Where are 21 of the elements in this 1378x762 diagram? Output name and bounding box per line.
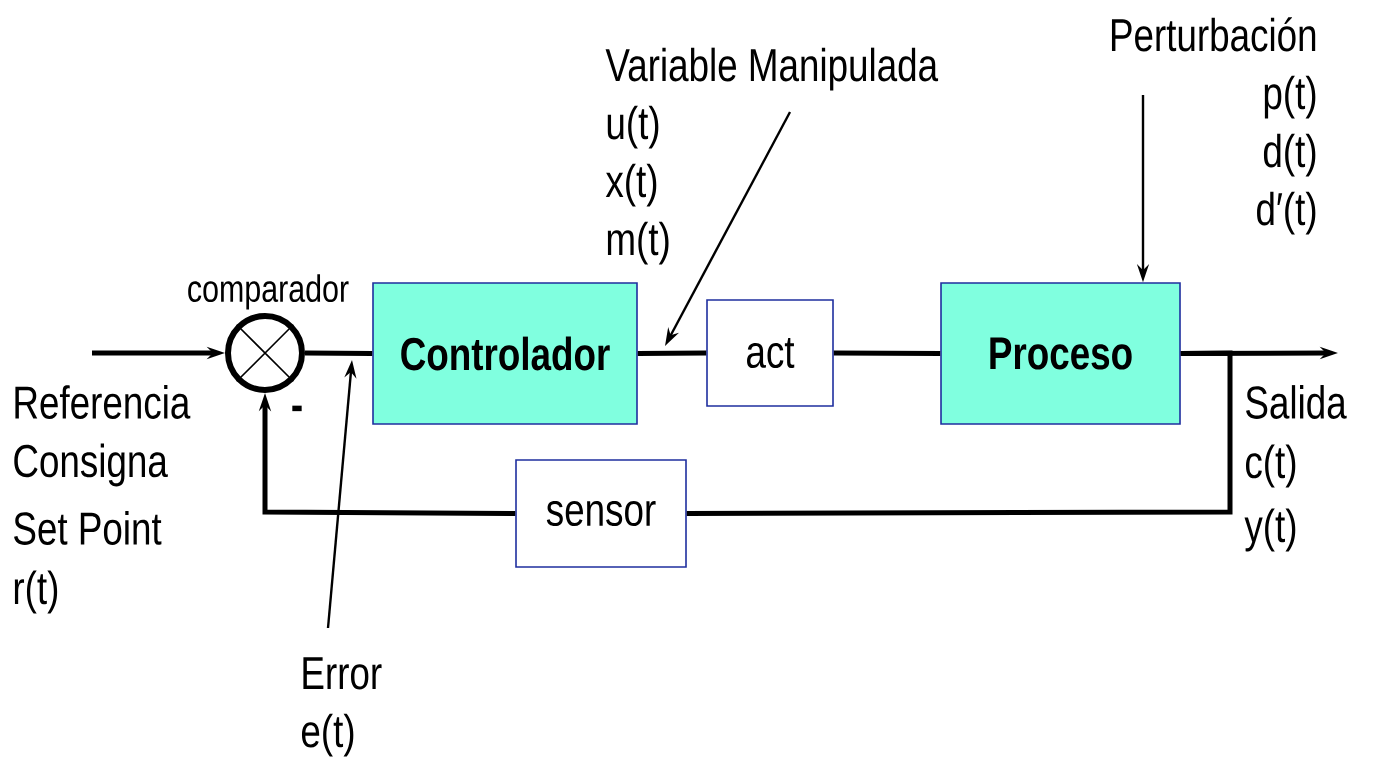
signal-label: c(t) xyxy=(1245,444,1296,488)
connector-line xyxy=(686,350,1233,516)
signal-label: Consigna xyxy=(14,443,168,487)
signal-label: Salida xyxy=(1246,385,1347,419)
comparator-symbol xyxy=(225,313,305,393)
connector-line xyxy=(637,350,707,356)
connector-line xyxy=(833,350,941,356)
signal-label: r(t) xyxy=(14,570,58,614)
comparator-label: comparador xyxy=(188,274,349,310)
block-box: sensor xyxy=(515,459,687,568)
annotation-text: Error e(t) xyxy=(301,657,382,757)
process-box: Proceso xyxy=(940,282,1181,425)
block-box: act xyxy=(706,299,834,407)
connector-line xyxy=(305,350,373,356)
signal-label: Set Point xyxy=(14,511,162,545)
signal-label: - xyxy=(292,405,302,412)
signal-label: Referencia xyxy=(15,385,191,419)
process-box: Controlador xyxy=(372,282,638,425)
signal-label: y(t) xyxy=(1244,508,1296,552)
annotation-text: Variable Manipulada u(t) x(t) m(t) xyxy=(605,47,939,265)
annotation-text: Perturbación p(t) d(t) d′(t) xyxy=(1111,17,1316,235)
